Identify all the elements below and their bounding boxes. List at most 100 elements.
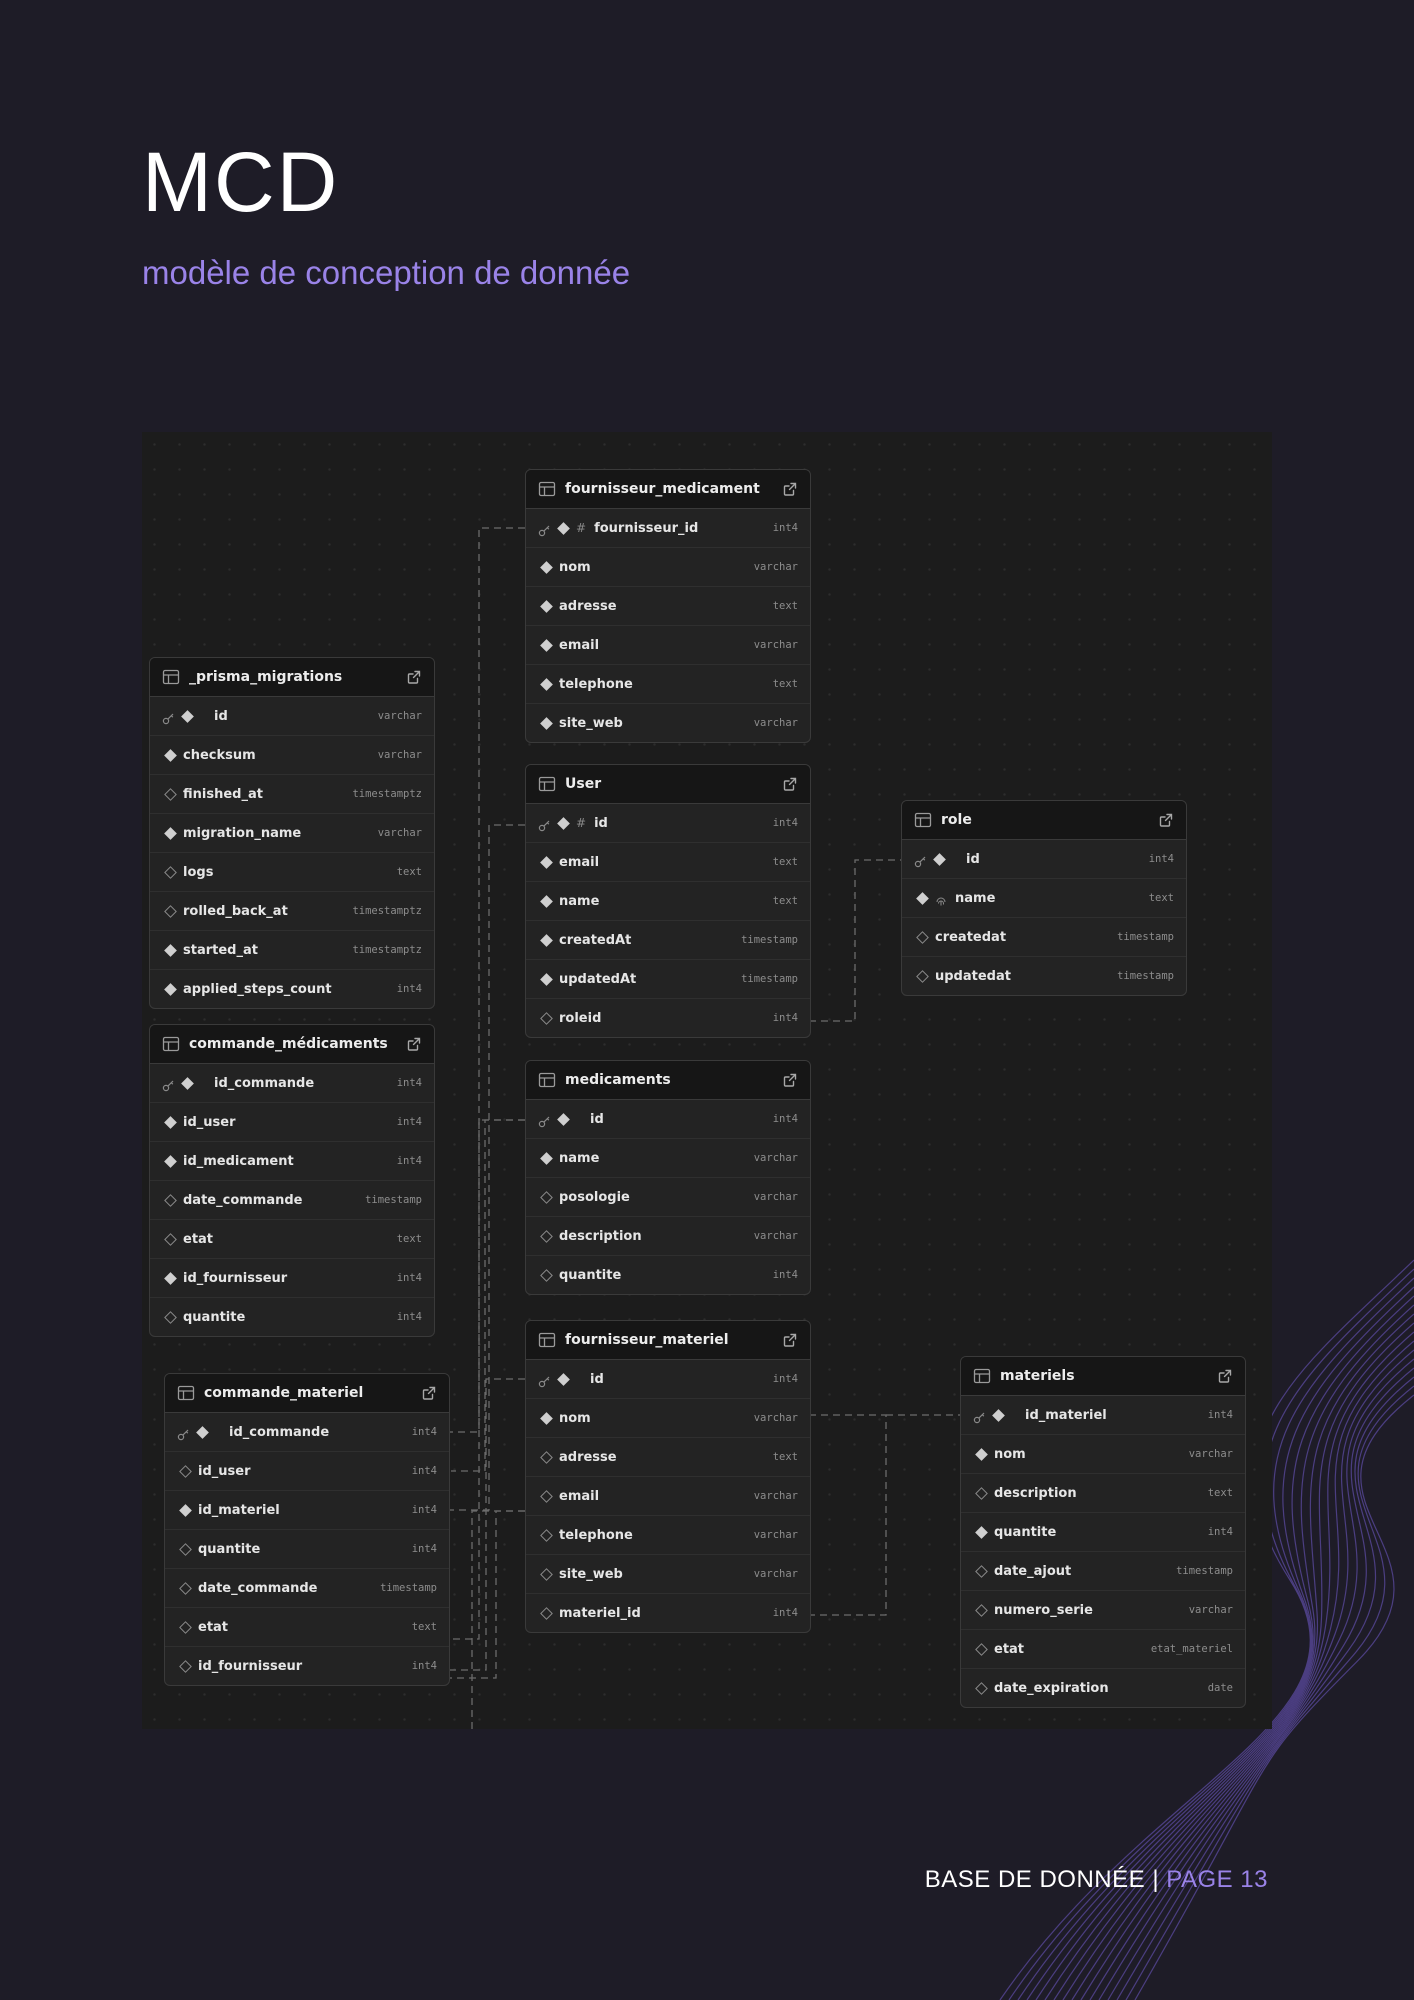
external-link-icon[interactable] [406,669,422,685]
table-header[interactable]: fournisseur_medicament [526,470,810,509]
column-name: etat [183,1231,214,1247]
table-header[interactable]: materiels [961,1357,1245,1396]
column-name: quantite [183,1309,246,1325]
hash-icon: # [576,521,587,535]
key-icon [973,1409,986,1423]
external-link-icon[interactable] [1217,1368,1233,1384]
external-link-icon[interactable] [782,1332,798,1348]
column-type: timestamp [365,1194,422,1206]
table-header[interactable]: _prisma_migrations [150,658,434,697]
column-name: checksum [183,747,256,763]
external-link-icon[interactable] [406,1036,422,1052]
external-link-icon[interactable] [782,481,798,497]
column-type: int4 [396,1116,422,1128]
hollow-diamond-icon [916,969,929,983]
table-header[interactable]: commande_médicaments [150,1025,434,1064]
table-header[interactable]: medicaments [526,1061,810,1100]
hash-icon: # [576,816,587,830]
column-name: applied_steps_count [183,981,332,997]
relation-line [448,1378,525,1671]
external-link-icon[interactable] [782,776,798,792]
table-header[interactable]: fournisseur_materiel [526,1321,810,1360]
table-header[interactable]: commande_materiel [165,1374,449,1413]
table-header[interactable]: role [902,801,1186,840]
external-link-icon[interactable] [421,1385,437,1401]
table-header[interactable]: User [526,765,810,804]
column-name: email [559,854,600,870]
external-link-icon[interactable] [782,1072,798,1088]
column-name: roleid [559,1010,602,1026]
external-link-icon[interactable] [1158,812,1174,828]
filled-diamond-icon [164,982,177,996]
